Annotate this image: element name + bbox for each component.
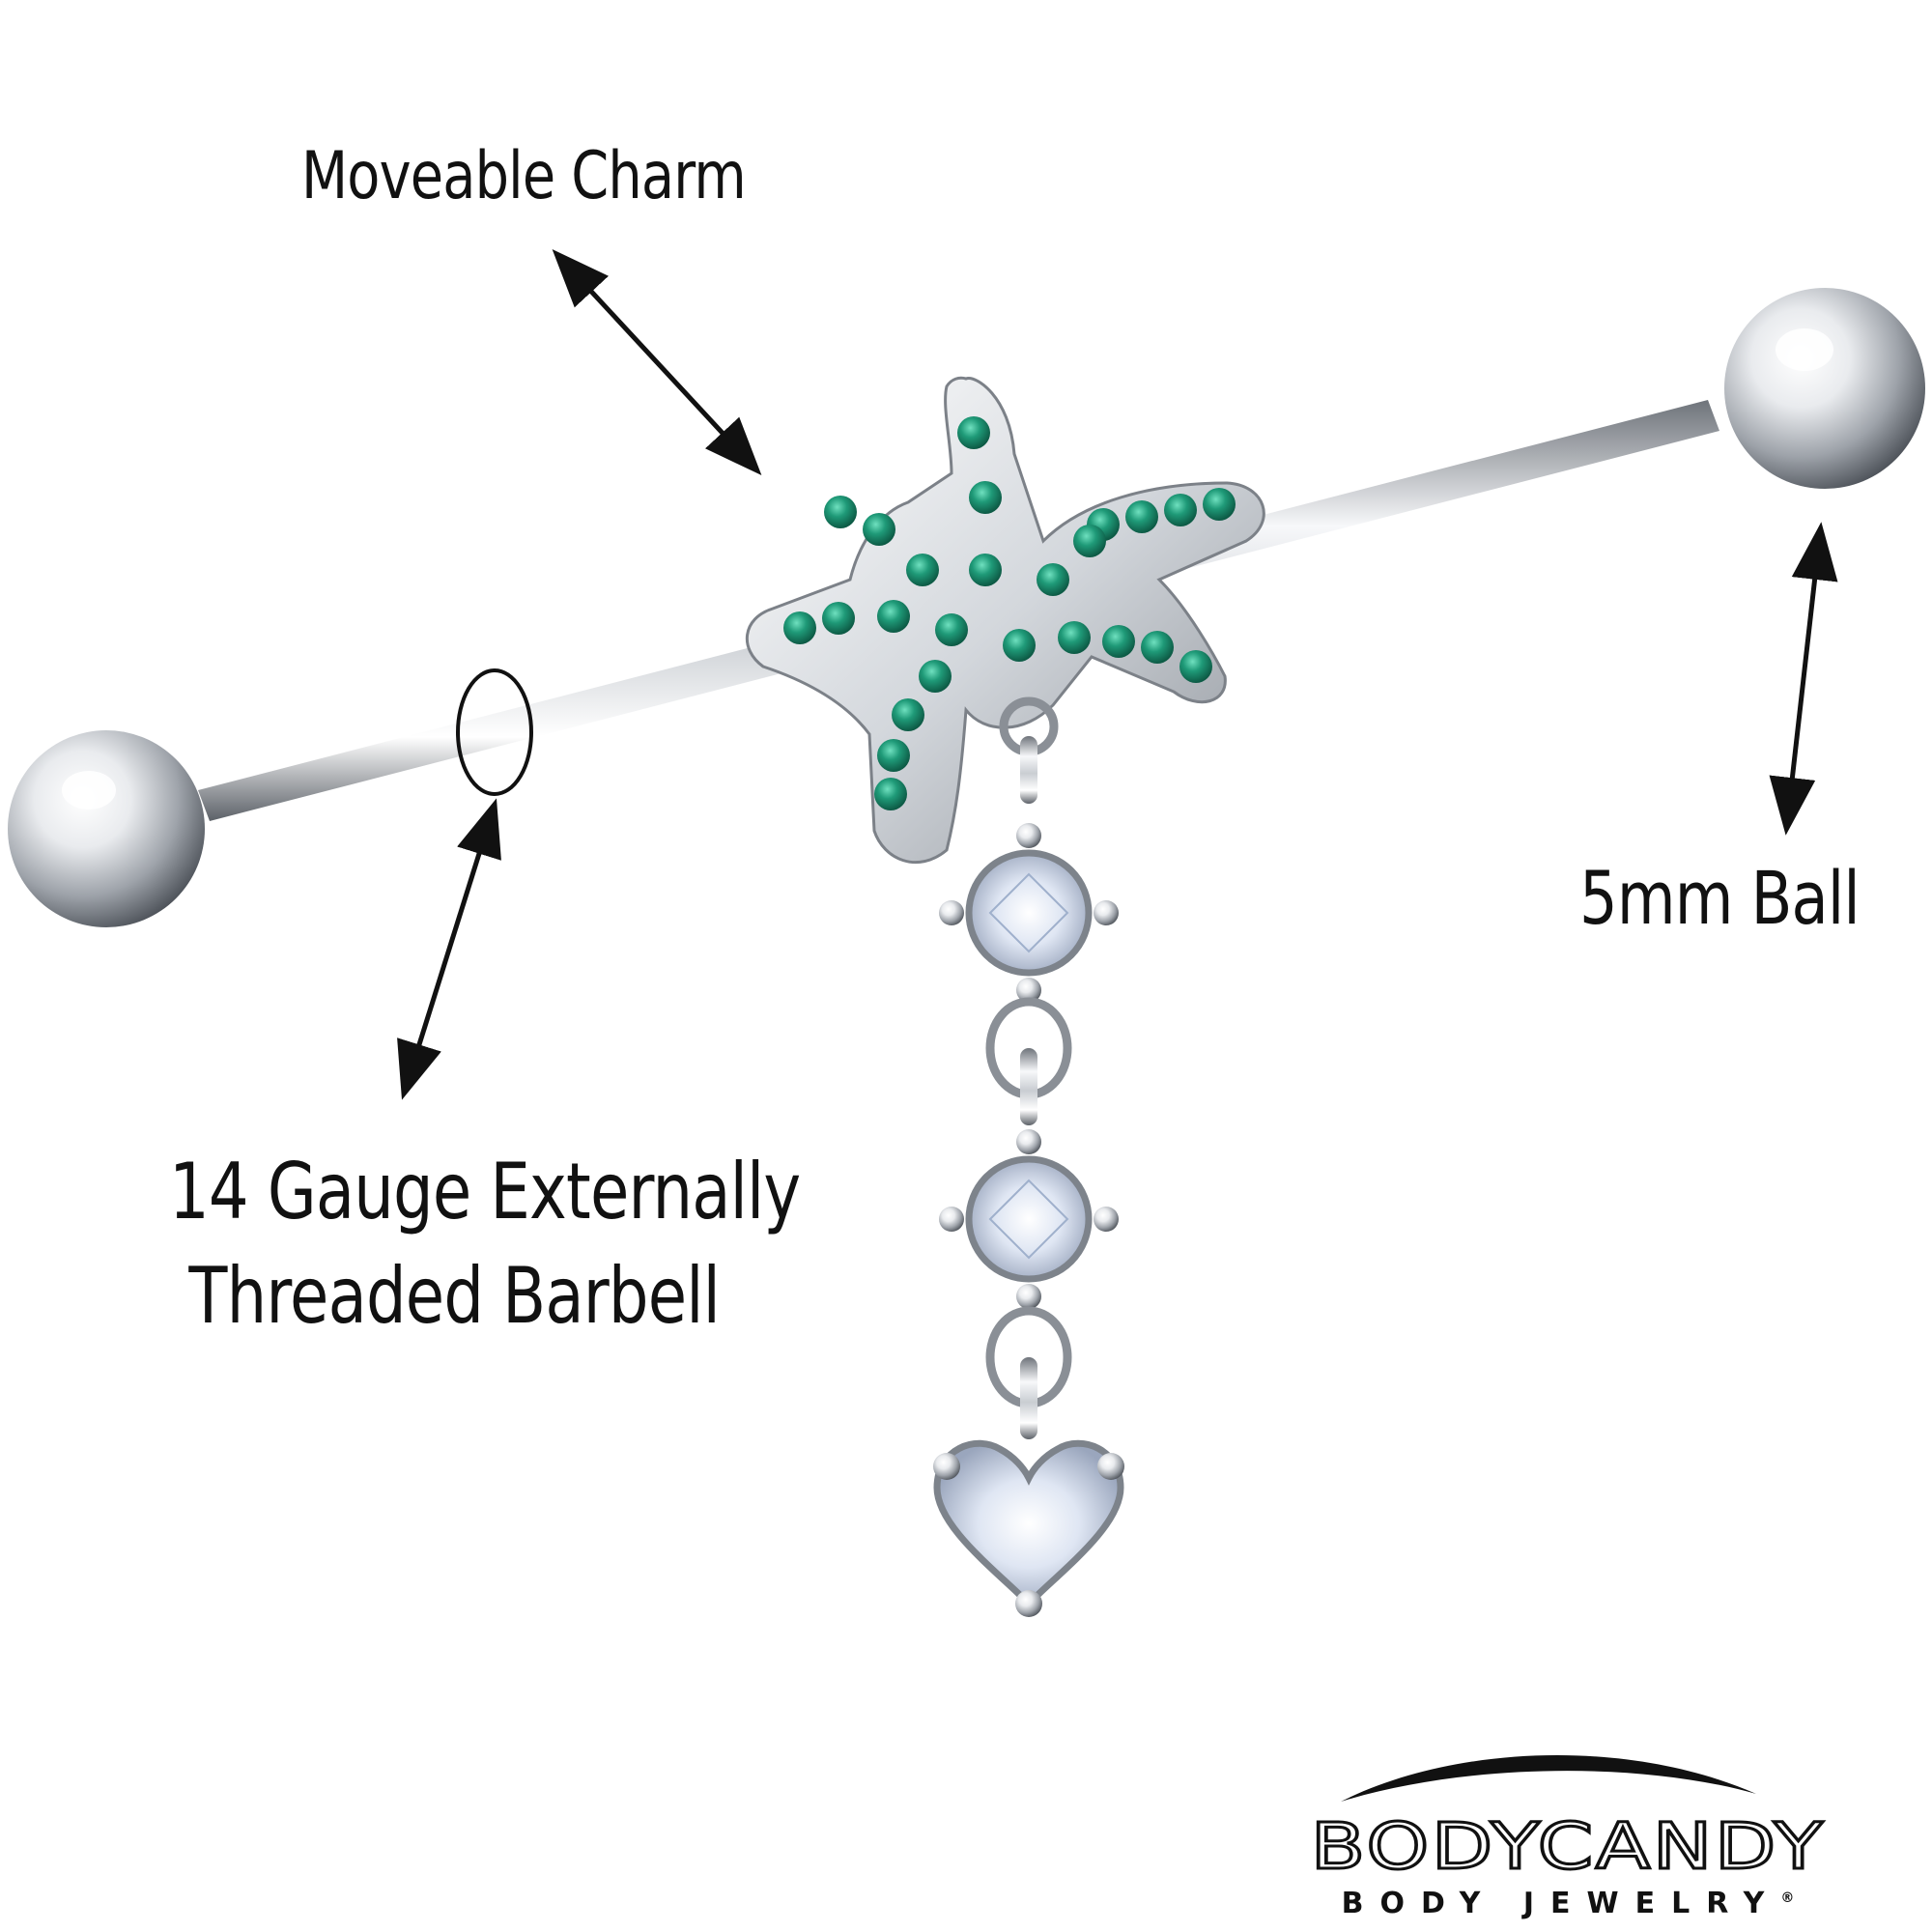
barbell-gauge-line-2: Threaded Barbell xyxy=(188,1251,721,1341)
dangle-chain xyxy=(933,696,1124,1617)
moveable-charm-label: Moveable Charm xyxy=(301,138,747,214)
logo-swoosh-icon xyxy=(1341,1754,1756,1802)
double-arrow-icon xyxy=(552,248,762,476)
opal-beads xyxy=(783,416,1236,810)
right-ball xyxy=(1724,288,1925,489)
left-ball xyxy=(8,730,205,927)
starfish-charm xyxy=(746,376,1265,865)
brand-tagline: BODY JEWELRY® xyxy=(1215,1887,1920,1920)
barbell-gauge-line-1: 14 Gauge Externally xyxy=(169,1147,801,1236)
ring-marker-icon xyxy=(456,668,533,796)
brand-logo: BODYCANDY BODY JEWELRY® xyxy=(1215,1734,1920,1920)
registered-mark: ® xyxy=(1780,1890,1795,1906)
double-arrow-icon xyxy=(397,798,501,1100)
ball-size-label: 5mm Ball xyxy=(1579,855,1861,941)
brand-tagline-text: BODY JEWELRY xyxy=(1341,1887,1781,1920)
brand-wordmark: BODYCANDY xyxy=(1309,1808,1826,1886)
double-arrow-icon xyxy=(1769,522,1838,836)
barbell-gauge-label: 14 Gauge Externally Threaded Barbell xyxy=(169,1140,801,1349)
